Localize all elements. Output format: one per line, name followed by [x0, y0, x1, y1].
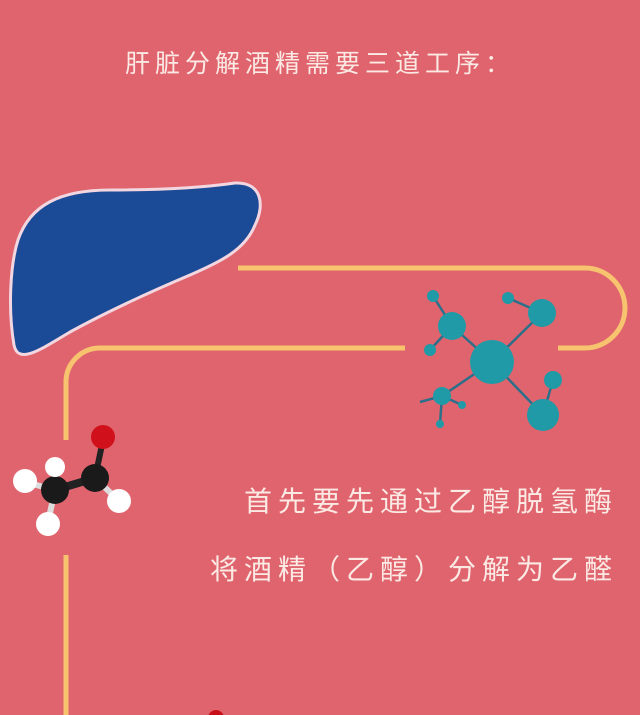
flow-path [63, 265, 628, 715]
next-atom-icon [208, 710, 224, 715]
page-title: 肝脏分解酒精需要三道工序： [124, 49, 515, 78]
ethanol-molecule-icon [13, 425, 131, 536]
liver-icon [9, 181, 262, 356]
step1-text-line2: 将酒精（乙醇）分解为乙醛 [209, 553, 618, 586]
step1-text-line1: 首先要先通过乙醇脱氢酶 [243, 485, 618, 518]
molecule-icon [419, 290, 562, 431]
